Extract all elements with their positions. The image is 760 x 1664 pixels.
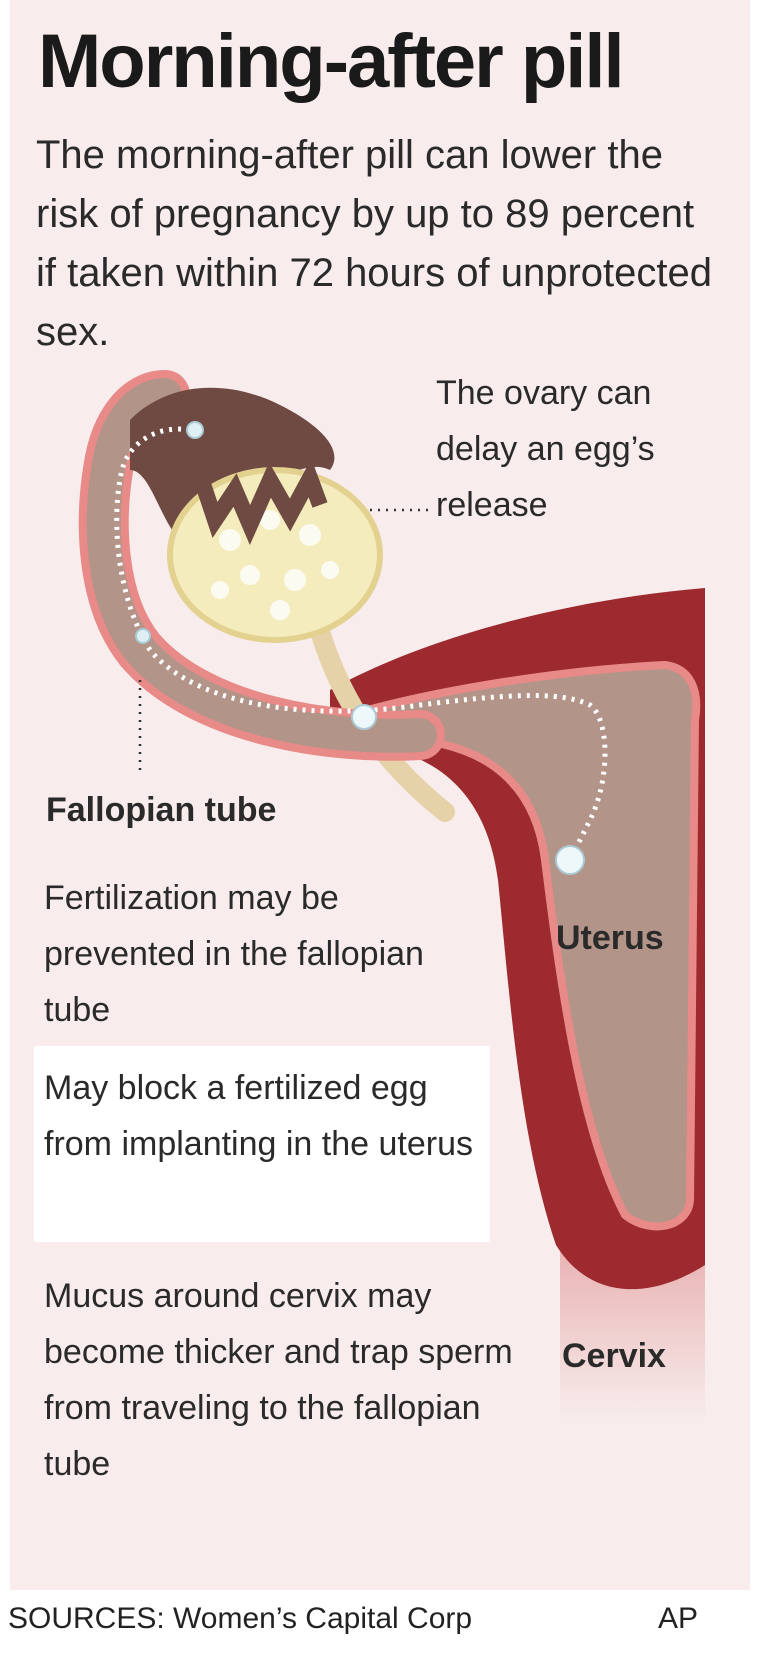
agency-credit: AP: [658, 1602, 699, 1635]
cervix-label: Cervix: [562, 1337, 666, 1375]
uterus-label: Uterus: [556, 919, 664, 957]
ovary-fimbriae: [130, 387, 335, 540]
implant-note-box: [34, 1046, 490, 1242]
implant-note: May block a fertilized egg from implanti…: [44, 1069, 473, 1163]
uterine-cavity: [356, 660, 701, 1231]
page-title: Morning-after pill: [38, 19, 625, 104]
egg-icon: [351, 704, 377, 730]
ovary-note: The ovary can delay an egg’s release: [436, 374, 655, 524]
intro-paragraph: The morning-after pill can lower the ris…: [36, 133, 712, 354]
cervix-tissue: [560, 1250, 705, 1420]
sources-credit: SOURCES: Women’s Capital Corp: [8, 1602, 473, 1635]
egg-icon: [135, 628, 151, 644]
egg-icon: [555, 845, 585, 875]
mucus-note: Mucus around cervix may become thicker a…: [44, 1277, 513, 1483]
fallopian-tube-label: Fallopian tube: [46, 791, 277, 829]
fertilization-note: Fertilization may be prevented in the fa…: [44, 879, 424, 1029]
egg-icon: [186, 421, 204, 439]
